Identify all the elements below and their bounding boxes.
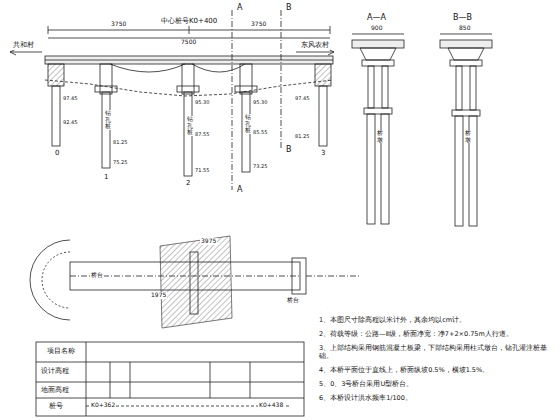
design-note: 3、上部结构采用钢筋混凝土板梁，下部结构采用柱式墩台，钻孔灌注桩基础。 (318, 344, 556, 360)
drawing-label: 共和村 (12, 42, 35, 50)
drawing-label: 95.30 (194, 100, 210, 106)
drawing-label: 75.25 (112, 160, 128, 166)
design-note: 5、0、3号桥台采用U型桥台。 (318, 380, 556, 388)
drawing-label: 1 (103, 174, 109, 182)
drawing-label: 900 (370, 25, 383, 32)
drawing-label: 95.30 (252, 100, 268, 106)
drawing-label: 桥台 (286, 297, 300, 304)
design-note: 6、本桥设计洪水频率1/100。 (318, 394, 556, 402)
drawing-label: 设计高程 (40, 368, 70, 376)
drawing-label: 3750 (250, 21, 267, 28)
drawing-label: 87.55 (194, 132, 210, 138)
drawing-label: 桥墩 (376, 130, 384, 143)
drawing-label: A (236, 186, 243, 195)
drawing-label: 81.25 (294, 134, 310, 140)
drawing-label: 97.45 (294, 96, 310, 102)
drawing-label: 钻孔桩 (244, 114, 252, 134)
drawing-label: 81.25 (112, 140, 128, 146)
drawing-label: 钻孔桩 (104, 110, 112, 130)
drawing-label: 85.55 (252, 130, 268, 136)
drawing-label: 3975 (200, 238, 217, 245)
drawing-label: 桥台 (90, 272, 104, 279)
drawing-label: 1975 (150, 292, 167, 299)
drawing-label: 0 (54, 150, 60, 158)
drawing-label: 项目名称 (46, 348, 76, 356)
drawing-label: B (285, 4, 293, 13)
drawing-label: A—A (366, 14, 387, 23)
drawing-label: K0+438 (258, 402, 284, 409)
drawing-label: B (285, 146, 293, 155)
drawing-label: 850 (458, 25, 471, 32)
drawing-label: 3 (320, 150, 326, 158)
drawing-label: K0+362 (90, 402, 116, 409)
drawing-label: 2 (185, 180, 191, 188)
drawing-label: 3750 (110, 21, 127, 28)
design-note: 4、本桥平面位于直线上，桥面纵坡0.5%，横坡1.5%。 (318, 366, 556, 374)
design-note: 1、本图尺寸除高程以米计外，其余均以cm计。 (318, 316, 556, 324)
design-note: 2、荷载等级：公路—Ⅱ级，桥面净宽：净7+2×0.75m人行道。 (318, 330, 556, 338)
drawing-label: 钻孔桩 (186, 116, 194, 136)
drawing-label: 中心桩号K0+400 (160, 18, 218, 26)
drawing-label: 东风农村 (300, 42, 330, 50)
drawing-label: 73.25 (252, 164, 268, 170)
drawing-label: 桩号 (48, 403, 64, 411)
drawing-label: B—B (452, 14, 473, 23)
drawing-label: 地面高程 (40, 387, 70, 395)
drawing-label: A (236, 4, 243, 13)
drawing-label: 92.45 (62, 120, 78, 126)
drawing-label: 桥墩 (464, 130, 472, 143)
drawing-label: 97.45 (62, 96, 78, 102)
drawing-label: 71.55 (194, 168, 210, 174)
drawing-label: 7500 (180, 39, 197, 46)
